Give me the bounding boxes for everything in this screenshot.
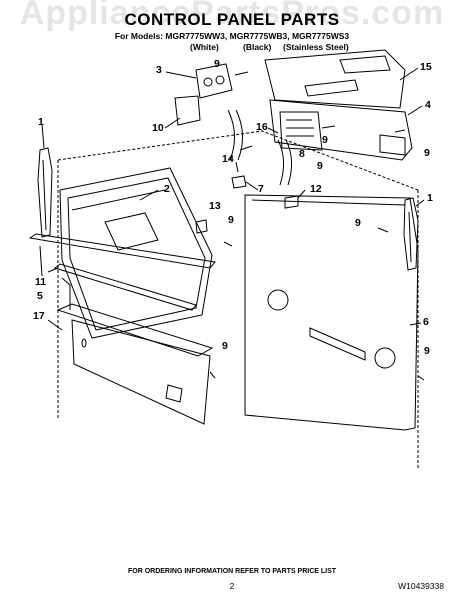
part-2-panel-trim: [71, 189, 166, 211]
part-1-side-trim-right: [403, 197, 419, 271]
leader-7: [245, 181, 259, 191]
part-2-panel-inner: [67, 177, 206, 331]
part-3-switch-knob-2: [215, 75, 225, 85]
callout-10: 10: [152, 122, 164, 134]
part-6-back-panel: [244, 194, 419, 431]
variant-black: (Black): [243, 42, 272, 52]
part-1-left-detail: [42, 159, 47, 231]
watermark: AppliancePartsPros.com: [19, 0, 445, 32]
callout-9-bottom: 9: [424, 345, 430, 357]
leader-12: [297, 189, 306, 199]
leader-15: [399, 67, 419, 81]
variant-white: (White): [190, 42, 219, 52]
callout-13: 13: [209, 200, 221, 212]
part-9-screw-a: [234, 71, 249, 76]
part-6-vent-hole-right: [374, 347, 396, 369]
part-16-cable-b-edge: [285, 139, 292, 186]
leader-8: [239, 145, 253, 151]
callout-9-right: 9: [424, 147, 430, 159]
part-7-connector: [231, 175, 247, 189]
part-16-cable-b: [277, 139, 284, 186]
callout-9-mid: 9: [317, 160, 323, 172]
part-4-vent-grille: [379, 134, 406, 156]
leader-2: [139, 189, 159, 201]
part-16-cable-a: [227, 109, 235, 161]
part-8-board-detail: [286, 119, 314, 137]
part-15-trim-opening: [339, 55, 391, 74]
diagram-title: CONTROL PANEL PARTS: [124, 10, 340, 29]
part-4-upper-panel: [269, 99, 413, 161]
part-17-access-panel: [71, 319, 211, 425]
part-15-trim-slot: [304, 79, 359, 97]
part-15-top-trim: [264, 49, 406, 109]
part-5-bracket: [53, 263, 197, 311]
callout-9-board: 9: [322, 134, 328, 146]
callout-5: 5: [37, 290, 43, 302]
callout-9-spacer: 9: [228, 214, 234, 226]
leader-14: [235, 161, 239, 173]
callout-4: 4: [425, 99, 431, 111]
part-1-right-detail: [408, 211, 412, 263]
callout-9-lower: 9: [222, 340, 228, 352]
part-6-vent-slot: [309, 327, 366, 361]
part-10-bracket: [174, 95, 201, 126]
callout-1-left: 1: [38, 116, 44, 128]
callout-6: 6: [423, 316, 429, 328]
part-9-screw-g: [417, 375, 425, 381]
callout-1-right: 1: [427, 192, 433, 204]
part-16-cable-a-edge: [235, 109, 243, 161]
part-9-screw-f: [209, 371, 216, 379]
variant-stainless: (Stainless Steel): [283, 42, 349, 52]
chassis-outline-top: [57, 130, 419, 191]
leader-3: [165, 71, 197, 79]
part-9-screw-c: [394, 129, 406, 133]
part-9-screw-d: [223, 241, 233, 247]
callout-11: 11: [35, 276, 47, 288]
callout-7: 7: [258, 183, 264, 195]
callout-9-panel: 9: [355, 217, 361, 229]
part-9-screw-b: [321, 125, 336, 129]
leader-4: [407, 105, 423, 116]
callout-9-top: 9: [214, 58, 220, 70]
part-3-switch-assembly: [195, 63, 233, 99]
part-5-bracket-leg: [61, 277, 71, 310]
page-number: 2: [229, 582, 235, 591]
callout-3: 3: [156, 64, 162, 76]
part-13-spacer: [195, 219, 208, 234]
part-11-trim-strip: [28, 233, 216, 269]
leader-11: [39, 245, 43, 277]
leader-5: [47, 267, 59, 273]
callout-17: 17: [33, 310, 45, 322]
leader-1-right: [415, 199, 425, 207]
part-2-control-panel: [59, 167, 213, 339]
part-17-panel-top: [56, 303, 214, 357]
part-6-panel-flange: [251, 199, 406, 206]
callout-16: 16: [256, 121, 268, 133]
leader-1-left: [41, 123, 45, 149]
part-17-panel-cutout: [165, 384, 183, 403]
callout-2: 2: [164, 183, 170, 195]
model-numbers: For Models: MGR7775WW3, MGR7775WB3, MGR7…: [114, 31, 350, 41]
callout-14: 14: [222, 153, 234, 165]
leader-17: [47, 319, 63, 331]
callout-12: 12: [310, 183, 322, 195]
callout-15: 15: [420, 61, 432, 73]
part-8-control-board: [279, 111, 323, 151]
leader-10: [164, 117, 181, 129]
part-2-display-window: [104, 212, 159, 251]
part-9-screw-e: [377, 227, 389, 233]
part-3-switch-knob: [203, 77, 213, 87]
ordering-note: FOR ORDERING INFORMATION REFER TO PARTS …: [127, 568, 337, 575]
part-17-panel-hole: [81, 338, 87, 348]
document-id: W10439338: [398, 581, 444, 591]
leader-6: [409, 322, 422, 326]
leader-16: [267, 127, 279, 134]
part-1-side-trim-left: [37, 147, 53, 238]
part-12-clip: [284, 195, 299, 209]
part-6-vent-hole-left: [267, 289, 289, 311]
callout-8: 8: [299, 148, 305, 160]
